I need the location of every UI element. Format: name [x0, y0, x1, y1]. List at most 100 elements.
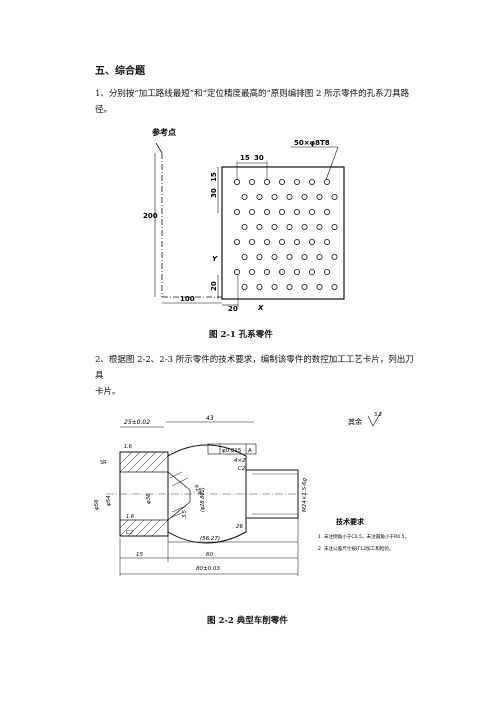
hole	[278, 209, 285, 216]
tech-item-2: 2. 未注公差尺寸按IT12加工和检验。	[318, 545, 394, 552]
dim-c2a: C2	[126, 530, 134, 536]
dim-m24: M24×1.5-6g	[302, 477, 308, 512]
hole	[249, 268, 256, 275]
question-2-line-2: 卡片。	[95, 387, 121, 397]
dim-60: 60	[206, 552, 213, 558]
hole	[316, 194, 323, 201]
hole	[241, 224, 248, 231]
tolerance-datum: A	[248, 448, 252, 454]
dim-80: 80±0.03	[196, 566, 220, 572]
dim-15: 15	[136, 552, 143, 558]
hole	[234, 239, 241, 246]
hole	[271, 194, 278, 201]
dim-30-left: 30	[210, 188, 218, 198]
hole	[241, 283, 248, 290]
hole-pattern-figure: 参考点 200 100 Y X 50×φ8T8 15 30 30 15 20 2…	[143, 127, 345, 313]
question-1-line-2: 径。	[95, 105, 113, 115]
hole	[278, 239, 285, 246]
tech-item-1: 1. 未注倒角小于C0.5，未注圆角小于R0.5。	[318, 533, 409, 540]
dim-phi54: φ54	[106, 495, 112, 506]
hole	[308, 179, 315, 186]
hole	[301, 194, 308, 201]
hole	[264, 239, 271, 246]
hole	[293, 239, 300, 246]
hole	[323, 239, 330, 246]
hole	[331, 283, 338, 290]
hole	[301, 253, 308, 260]
hole	[241, 194, 248, 201]
dim-15-left: 15	[210, 172, 218, 182]
question-2-text: 2、根据图 2-2、2-3 所示零件的技术要求，编制该零件的数控加工工艺卡片，列…	[95, 352, 415, 400]
hole	[256, 224, 263, 231]
hole	[271, 253, 278, 260]
hole	[301, 224, 308, 231]
hole	[234, 209, 241, 216]
hole	[264, 268, 271, 275]
part-outline	[221, 166, 345, 300]
dim-phi36: φ36	[146, 493, 152, 504]
hole	[331, 224, 338, 231]
hole	[293, 179, 300, 186]
hole	[308, 239, 315, 246]
axis-y-label: Y	[212, 255, 218, 263]
hole	[316, 224, 323, 231]
roughness-symbol	[367, 412, 382, 427]
hole	[256, 194, 263, 201]
hole	[271, 283, 278, 290]
tech-title: 技术要求	[336, 517, 365, 526]
hole	[316, 283, 323, 290]
turned-part-figure: 25±0.02 43 φ0.015 A φ56 φ54 φ36 (φ28.882…	[94, 412, 409, 576]
hole	[308, 268, 315, 275]
hole	[249, 179, 256, 186]
hole	[249, 209, 256, 216]
dim-phi28: (φ28.882)	[200, 487, 206, 512]
dim-c2b: C2	[238, 466, 246, 472]
hole	[331, 253, 338, 260]
hole	[286, 194, 293, 201]
tolerance-frame	[207, 443, 257, 455]
dim-56: (56.27)	[200, 536, 220, 542]
hole	[271, 224, 278, 231]
question-2-line-1: 2、根据图 2-2、2-3 所示零件的技术要求，编制该零件的数控加工工艺卡片，列…	[95, 355, 414, 381]
hole	[256, 283, 263, 290]
dim-26: 26	[236, 524, 243, 530]
hole	[249, 239, 256, 246]
hole	[293, 209, 300, 216]
surface-value: 3.2	[374, 412, 382, 418]
dim-100: 100	[180, 295, 195, 303]
hole-grid	[234, 179, 338, 290]
hole	[286, 253, 293, 260]
dim-sr: SR	[100, 460, 107, 466]
dim-phi56: φ56	[94, 499, 100, 510]
surface-note: 其余	[348, 417, 362, 426]
hole	[256, 253, 263, 260]
hole	[323, 209, 330, 216]
hole	[308, 209, 315, 216]
dim-1-6a: 1.6	[124, 444, 132, 450]
dim-15-top: 15	[240, 154, 250, 162]
hole	[286, 283, 293, 290]
hole	[278, 268, 285, 275]
hole	[264, 179, 271, 186]
tolerance-value: φ0.015	[222, 448, 242, 454]
hole	[331, 194, 338, 201]
question-1-line-1: 1、分别按“加工路线最短”和“定位精度最高的”原则编排图 2 所示零件的孔系刀具…	[95, 89, 410, 99]
dim-20-left: 20	[210, 281, 218, 291]
dim-4x2: 4×2	[234, 458, 246, 464]
hole	[316, 253, 323, 260]
dim-25: 25±0.02	[124, 419, 150, 426]
axis-x-label: X	[257, 304, 264, 312]
hole	[293, 268, 300, 275]
dim-1-6b: 1.6	[126, 514, 134, 520]
hole	[278, 179, 285, 186]
dim-43: 43	[206, 415, 214, 422]
hole	[301, 283, 308, 290]
hole	[241, 253, 248, 260]
hole	[264, 209, 271, 216]
question-1-text: 1、分别按“加工路线最短”和“定位精度最高的”原则编排图 2 所示零件的孔系刀具…	[95, 86, 415, 118]
dim-r24: R24	[192, 484, 202, 496]
hole	[323, 179, 330, 186]
hole	[234, 179, 241, 186]
dim-30-top: 30	[254, 154, 264, 162]
section-heading: 五、综合题	[95, 66, 145, 77]
